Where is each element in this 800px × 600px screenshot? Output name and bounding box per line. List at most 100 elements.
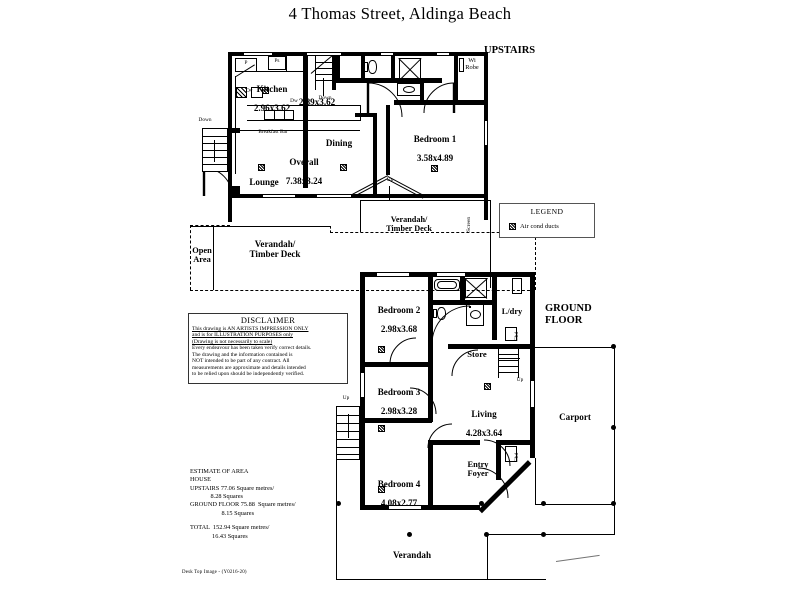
wall-bath-bottom-ground — [430, 300, 496, 305]
verandah-bottom — [336, 579, 546, 580]
kitchen-pantry-ps-label: Ps — [274, 58, 280, 64]
door-bedroom1 — [423, 82, 456, 114]
wall-kitchen-dining-partition-2 — [303, 70, 308, 130]
disclaimer-line-5: The drawing and the information containe… — [192, 351, 293, 358]
wall-entry-right — [496, 440, 501, 480]
room-label-bedroom1: Bedroom 1 3.58x4.89 — [390, 125, 480, 164]
cupboard-lower — [505, 446, 517, 462]
carport-top — [535, 347, 615, 348]
carport-post-mid-e — [611, 425, 616, 430]
internal-stair-step-3 — [498, 366, 518, 367]
vanity-basin-ground — [470, 310, 481, 319]
breakfast-bar-bottom — [235, 130, 360, 131]
legend-item-label: Air cond ducts — [520, 223, 559, 230]
kitchen-sink-div-2 — [284, 110, 285, 120]
room-label-dining: Dining — [325, 138, 353, 148]
area-total-squares: 16.43 Squares — [190, 532, 248, 540]
disclaimer-line-3: (Drawing is not necessarily to scale) — [192, 338, 273, 345]
toilet-cistern — [364, 62, 368, 72]
verandah-post-c — [484, 532, 489, 537]
wall-bath-vert-b — [361, 56, 365, 80]
verandah-top-right — [487, 534, 615, 535]
window-upstairs-bottom-1 — [262, 194, 296, 198]
verandah-right — [614, 504, 615, 535]
window-living-right — [530, 380, 535, 408]
air-cond-duct-bedroom2 — [378, 346, 385, 353]
air-cond-duct-lounge — [258, 164, 265, 171]
overall-name: Overall — [289, 156, 319, 167]
wall-lounge-nib — [228, 128, 240, 133]
toilet-cistern-ground — [433, 309, 437, 318]
up-label-upstairs: Up — [386, 177, 394, 183]
door-store — [451, 349, 479, 377]
window-upstairs-bottom-2 — [316, 194, 352, 198]
internal-stair-frame-r — [518, 348, 519, 378]
walk-in-robe-shelf — [459, 58, 464, 72]
kitchen-bench-left-vertical — [235, 76, 236, 174]
kitchen-bench-top — [257, 71, 307, 72]
bedroom1-dims: 3.58x4.89 — [416, 153, 454, 164]
wall-upstairs-top — [228, 52, 488, 56]
stair-head-post — [386, 105, 390, 175]
vanity-basin — [403, 86, 415, 93]
air-cond-duct-living — [484, 383, 491, 390]
air-cond-duct-icon — [509, 223, 516, 230]
wall-ens-vert — [420, 83, 424, 105]
upstairs-floor-label: UPSTAIRS — [484, 45, 536, 56]
verandah-post-e — [541, 501, 546, 506]
bedroom4-dims: 4.08x2.77 — [380, 498, 418, 509]
wall-bed1-left-nib — [355, 113, 377, 117]
wall-kitchen-dining-partition-3 — [303, 130, 308, 188]
wall-bath-vert-ground — [460, 276, 465, 302]
vanity-bench-ground — [466, 304, 484, 326]
air-cond-duct-dining — [340, 164, 347, 171]
disclaimer-line-1: This drawing is AN ARTISTS IMPRESSION ON… — [192, 326, 309, 332]
deck-outline-top — [190, 225, 230, 226]
door-bedroom2 — [389, 337, 417, 365]
external-stairs-upstairs — [202, 128, 228, 172]
room-label-deck-left: Verandah/ Timber Deck — [249, 239, 301, 259]
wall-ground-left-a — [360, 272, 365, 347]
up-label-ground-external: Up — [342, 395, 350, 401]
bedroom2-dims: 2.98x3.68 — [380, 324, 418, 335]
deck-outline-mid-vert — [330, 226, 331, 233]
deck-right-inner-line — [490, 200, 491, 288]
air-cond-duct-bedroom4 — [378, 486, 385, 493]
wall-bed4-right — [428, 440, 433, 508]
internal-stair-step-1 — [498, 354, 518, 355]
external-stairs-arrow — [214, 140, 215, 162]
kitchen-bench-top-riser — [286, 56, 287, 72]
wall-bed1-left — [373, 113, 377, 195]
door-ensuite — [366, 82, 403, 118]
deck-outline-right — [535, 232, 536, 290]
wall-wir-vert — [454, 56, 458, 104]
verandah-post-f — [479, 501, 484, 506]
kitchen-name: Kitchen — [256, 83, 288, 94]
kitchen-pantry-p-label: P — [244, 60, 248, 66]
air-cond-duct-bedroom1 — [431, 165, 438, 172]
legend-heading: LEGEND — [530, 207, 564, 216]
bathtub-inner — [437, 281, 457, 289]
kitchen-pantry-p — [235, 58, 257, 72]
overall-dims: 7.38x3.24 — [285, 176, 323, 187]
room-label-lounge: Lounge — [249, 177, 279, 187]
deck-divider-openarea — [213, 226, 214, 290]
stairwell-down-arrow-stem — [323, 78, 324, 96]
kitchen-pantry-ps — [268, 56, 286, 70]
room-label-deck-right: Verandah/ Timber Deck — [386, 215, 432, 233]
stairwell-down-step-1 — [315, 62, 336, 63]
kitchen-sink-div-1 — [274, 110, 275, 120]
living-dims: 4.28x3.64 — [465, 428, 503, 439]
stairwell-down-step-4 — [315, 80, 336, 81]
wall-lounge-nib-2 — [228, 186, 240, 196]
room-label-carport: Carport — [559, 412, 591, 422]
wall-ground-left-c — [360, 417, 365, 509]
bedroom3-name: Bedroom 3 — [377, 386, 421, 397]
cupboard-upper — [505, 327, 517, 341]
wall-store-top — [448, 344, 530, 349]
wall-bed3-bottom — [360, 418, 432, 423]
wall-bed3-right — [428, 366, 433, 422]
room-label-kitchen: Kitchen 2.96x3.62 — [240, 75, 304, 114]
cupboard-lower-label: Cbd — [514, 452, 520, 462]
